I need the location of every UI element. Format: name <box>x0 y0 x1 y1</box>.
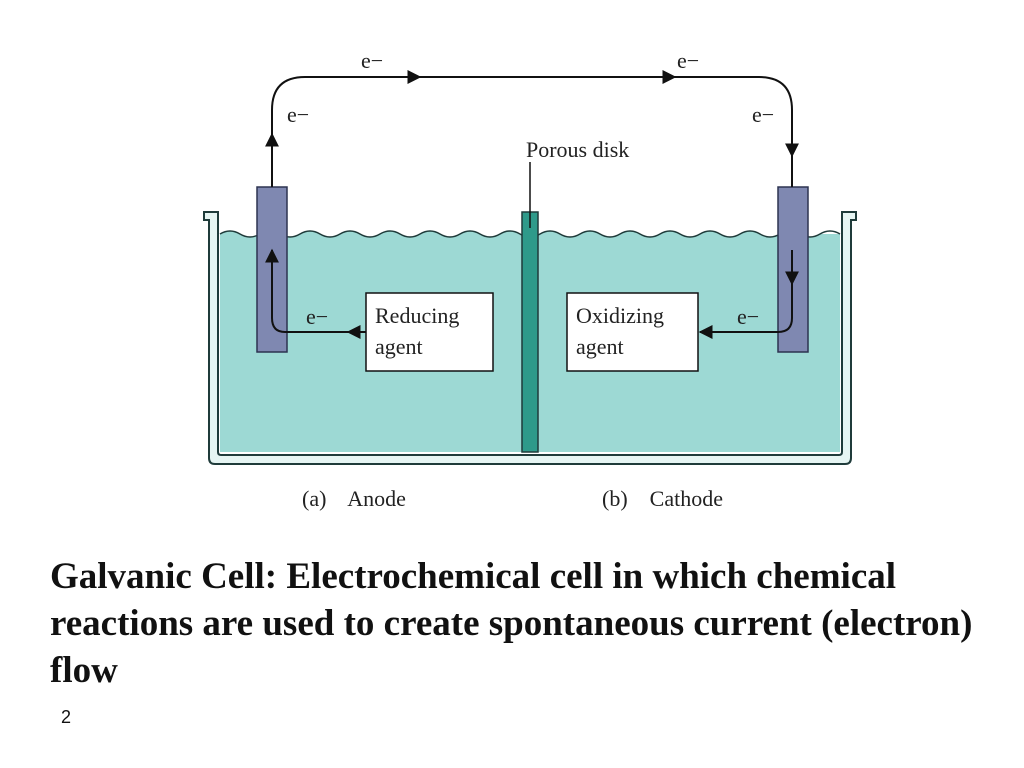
electron-label-top-left: e− <box>361 48 383 73</box>
electron-label-cathode-inner: e− <box>737 304 759 329</box>
reducing-agent-label-line1: Reducing <box>375 303 459 328</box>
electron-label-anode-lead: e− <box>287 102 309 127</box>
electron-label-anode-inner: e− <box>306 304 328 329</box>
cathode-caption: (b) Cathode <box>602 486 723 511</box>
cell-container <box>203 211 857 465</box>
reducing-agent-box <box>365 292 494 372</box>
oxidizing-agent-label-line1: Oxidizing <box>576 303 664 328</box>
reducing-agent-label-line2: agent <box>375 334 423 359</box>
electron-label-cathode-lead: e− <box>752 102 774 127</box>
anode-internal-arrow <box>265 248 366 333</box>
slide-caption: Galvanic Cell: Electrochemical cell in w… <box>50 556 973 691</box>
galvanic-cell-diagram: e− e− e− e− e− e− Porous disk Reducing a… <box>203 48 857 511</box>
page-number: 2 <box>61 707 72 727</box>
porous-disk-label: Porous disk <box>526 137 629 162</box>
oxidizing-agent-box <box>566 292 699 372</box>
external-wire <box>271 76 793 187</box>
oxidizing-agent-label-line2: agent <box>576 334 624 359</box>
cathode-internal-arrow <box>698 250 793 339</box>
anode-caption: (a) Anode <box>302 486 406 511</box>
porous-disk <box>521 211 539 453</box>
electron-label-top-right: e− <box>677 48 699 73</box>
